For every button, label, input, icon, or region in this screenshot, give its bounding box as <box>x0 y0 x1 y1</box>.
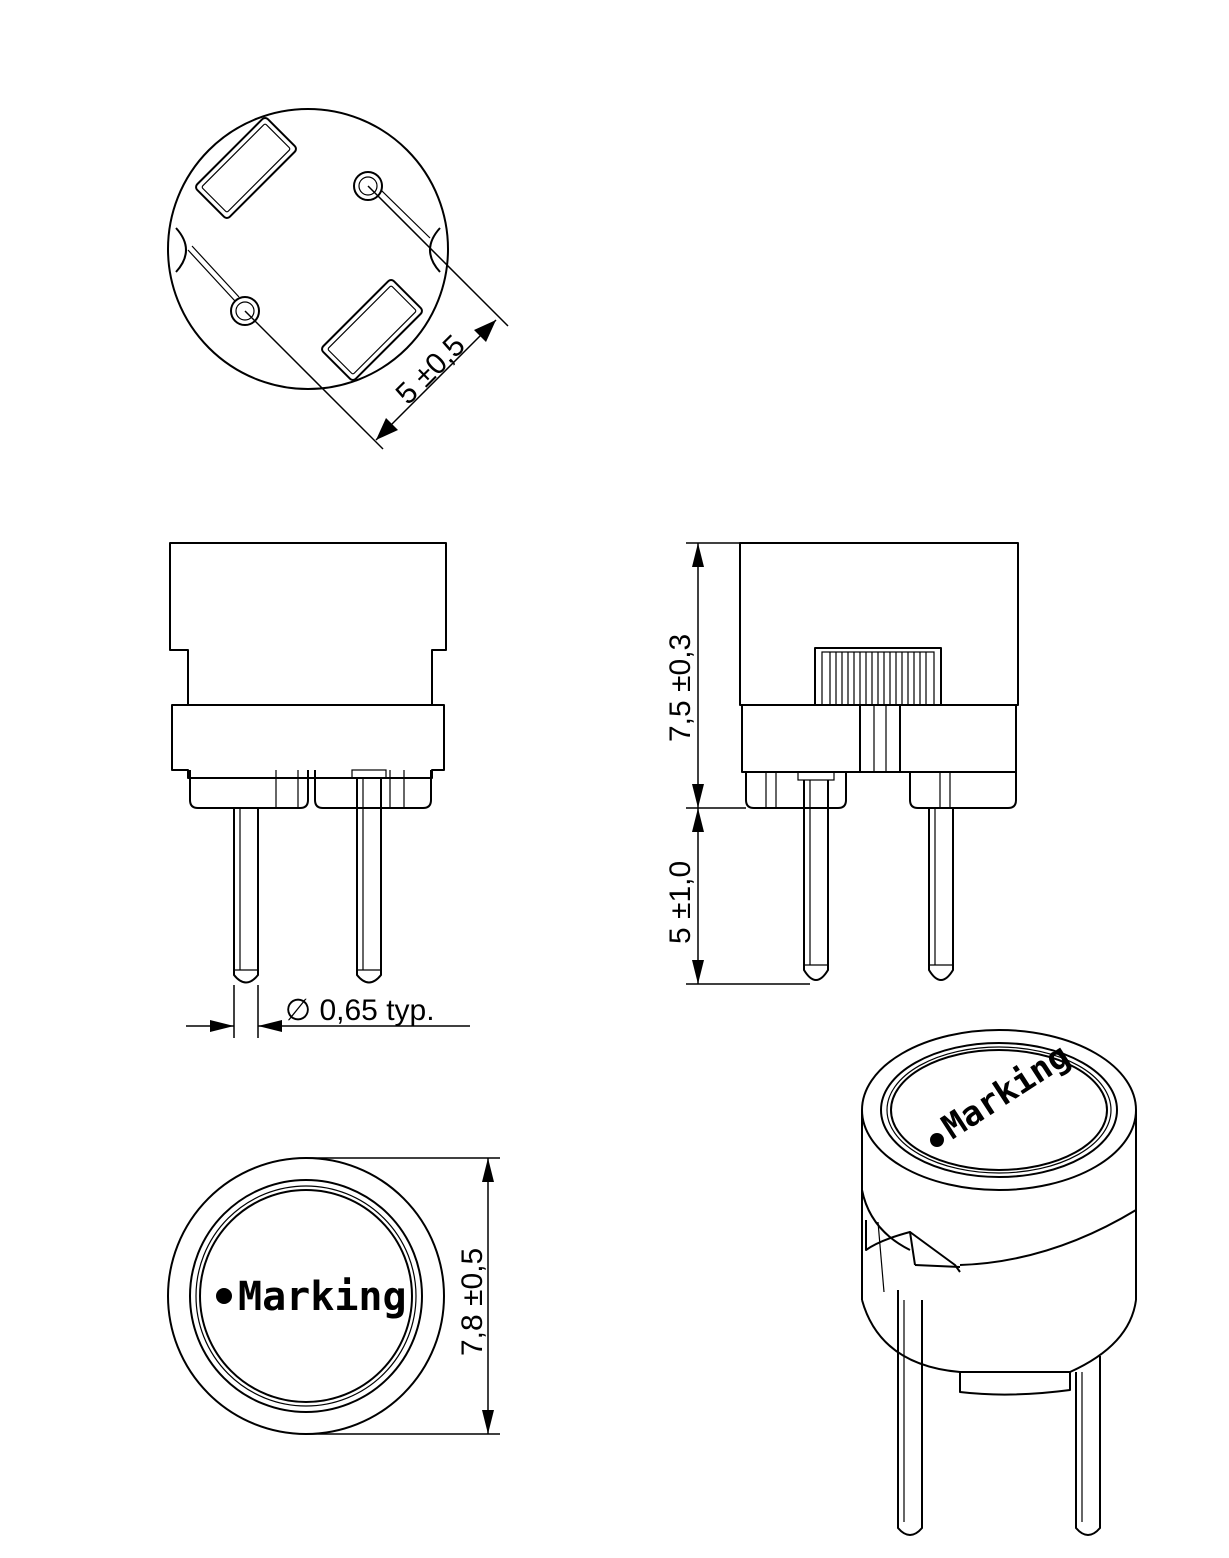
body-height-label: 7,5 ±0,3 <box>664 634 697 742</box>
front-view: ∅ 0,65 typ. <box>169 542 470 1038</box>
front-left-lead <box>233 808 259 984</box>
polarity-dot <box>216 1288 232 1304</box>
pad-lower <box>321 279 423 381</box>
side-left-lead <box>803 780 829 981</box>
iso-right-lead <box>1075 1356 1101 1536</box>
top-marking-text: Marking <box>238 1274 407 1320</box>
isometric-view: Marking <box>861 1029 1137 1536</box>
top-view: Marking 7,8 ±0,5 <box>167 1157 500 1435</box>
side-view: 7,5 ±0,3 5 ±1,0 <box>664 542 1019 985</box>
iso-marking-text: Marking <box>935 1036 1077 1148</box>
body-diameter-label: 7,8 ±0,5 <box>456 1248 489 1356</box>
pad-upper <box>195 117 297 219</box>
iso-polarity-dot <box>930 1133 944 1147</box>
pin-spacing-label: 5 ±0,5 <box>390 329 472 411</box>
side-right-lead <box>928 808 954 981</box>
lead-diameter-label: ∅ 0,65 typ. <box>285 994 435 1027</box>
front-right-lead <box>356 778 382 984</box>
bottom-view: 5 ±0,5 <box>167 108 509 450</box>
lead-length-label: 5 ±1,0 <box>664 861 697 944</box>
winding-hatch <box>829 652 927 705</box>
iso-left-lead <box>897 1290 923 1536</box>
